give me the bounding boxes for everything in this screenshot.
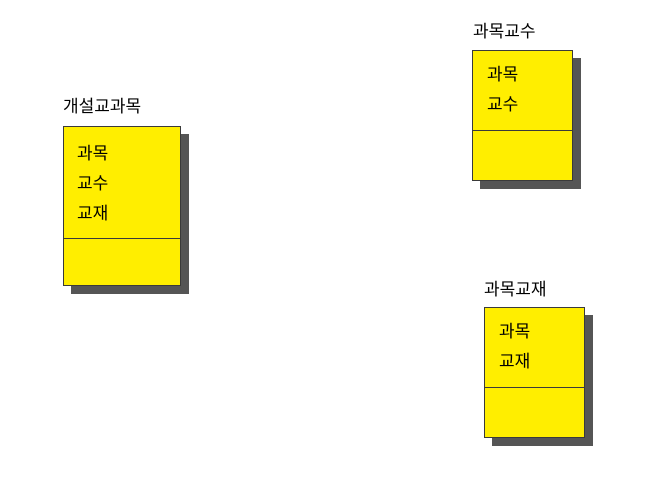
attribute-course: 과목 [77,144,109,164]
attribute-textbook: 교재 [499,352,531,372]
entity-title: 과목교수 [473,22,536,42]
attribute-course: 과목 [499,322,531,342]
entity-divider [473,130,572,131]
entity-box[interactable]: 과목 교재 [484,307,585,438]
entity-box[interactable]: 과목 교수 [472,50,573,181]
entity-title: 과목교재 [484,280,547,300]
attribute-list: 과목 교수 [487,60,518,120]
attribute-professor: 교수 [487,95,519,115]
attribute-textbook: 교재 [77,204,109,224]
attribute-professor: 교수 [77,174,109,194]
attribute-list: 과목 교수 교재 [77,139,108,229]
attribute-course: 과목 [487,65,519,85]
attribute-list: 과목 교재 [499,317,530,377]
entity-box[interactable]: 과목 교수 교재 [63,126,181,286]
entity-divider [64,238,180,239]
entity-title: 개설교과목 [63,97,142,117]
entity-divider [485,387,584,388]
